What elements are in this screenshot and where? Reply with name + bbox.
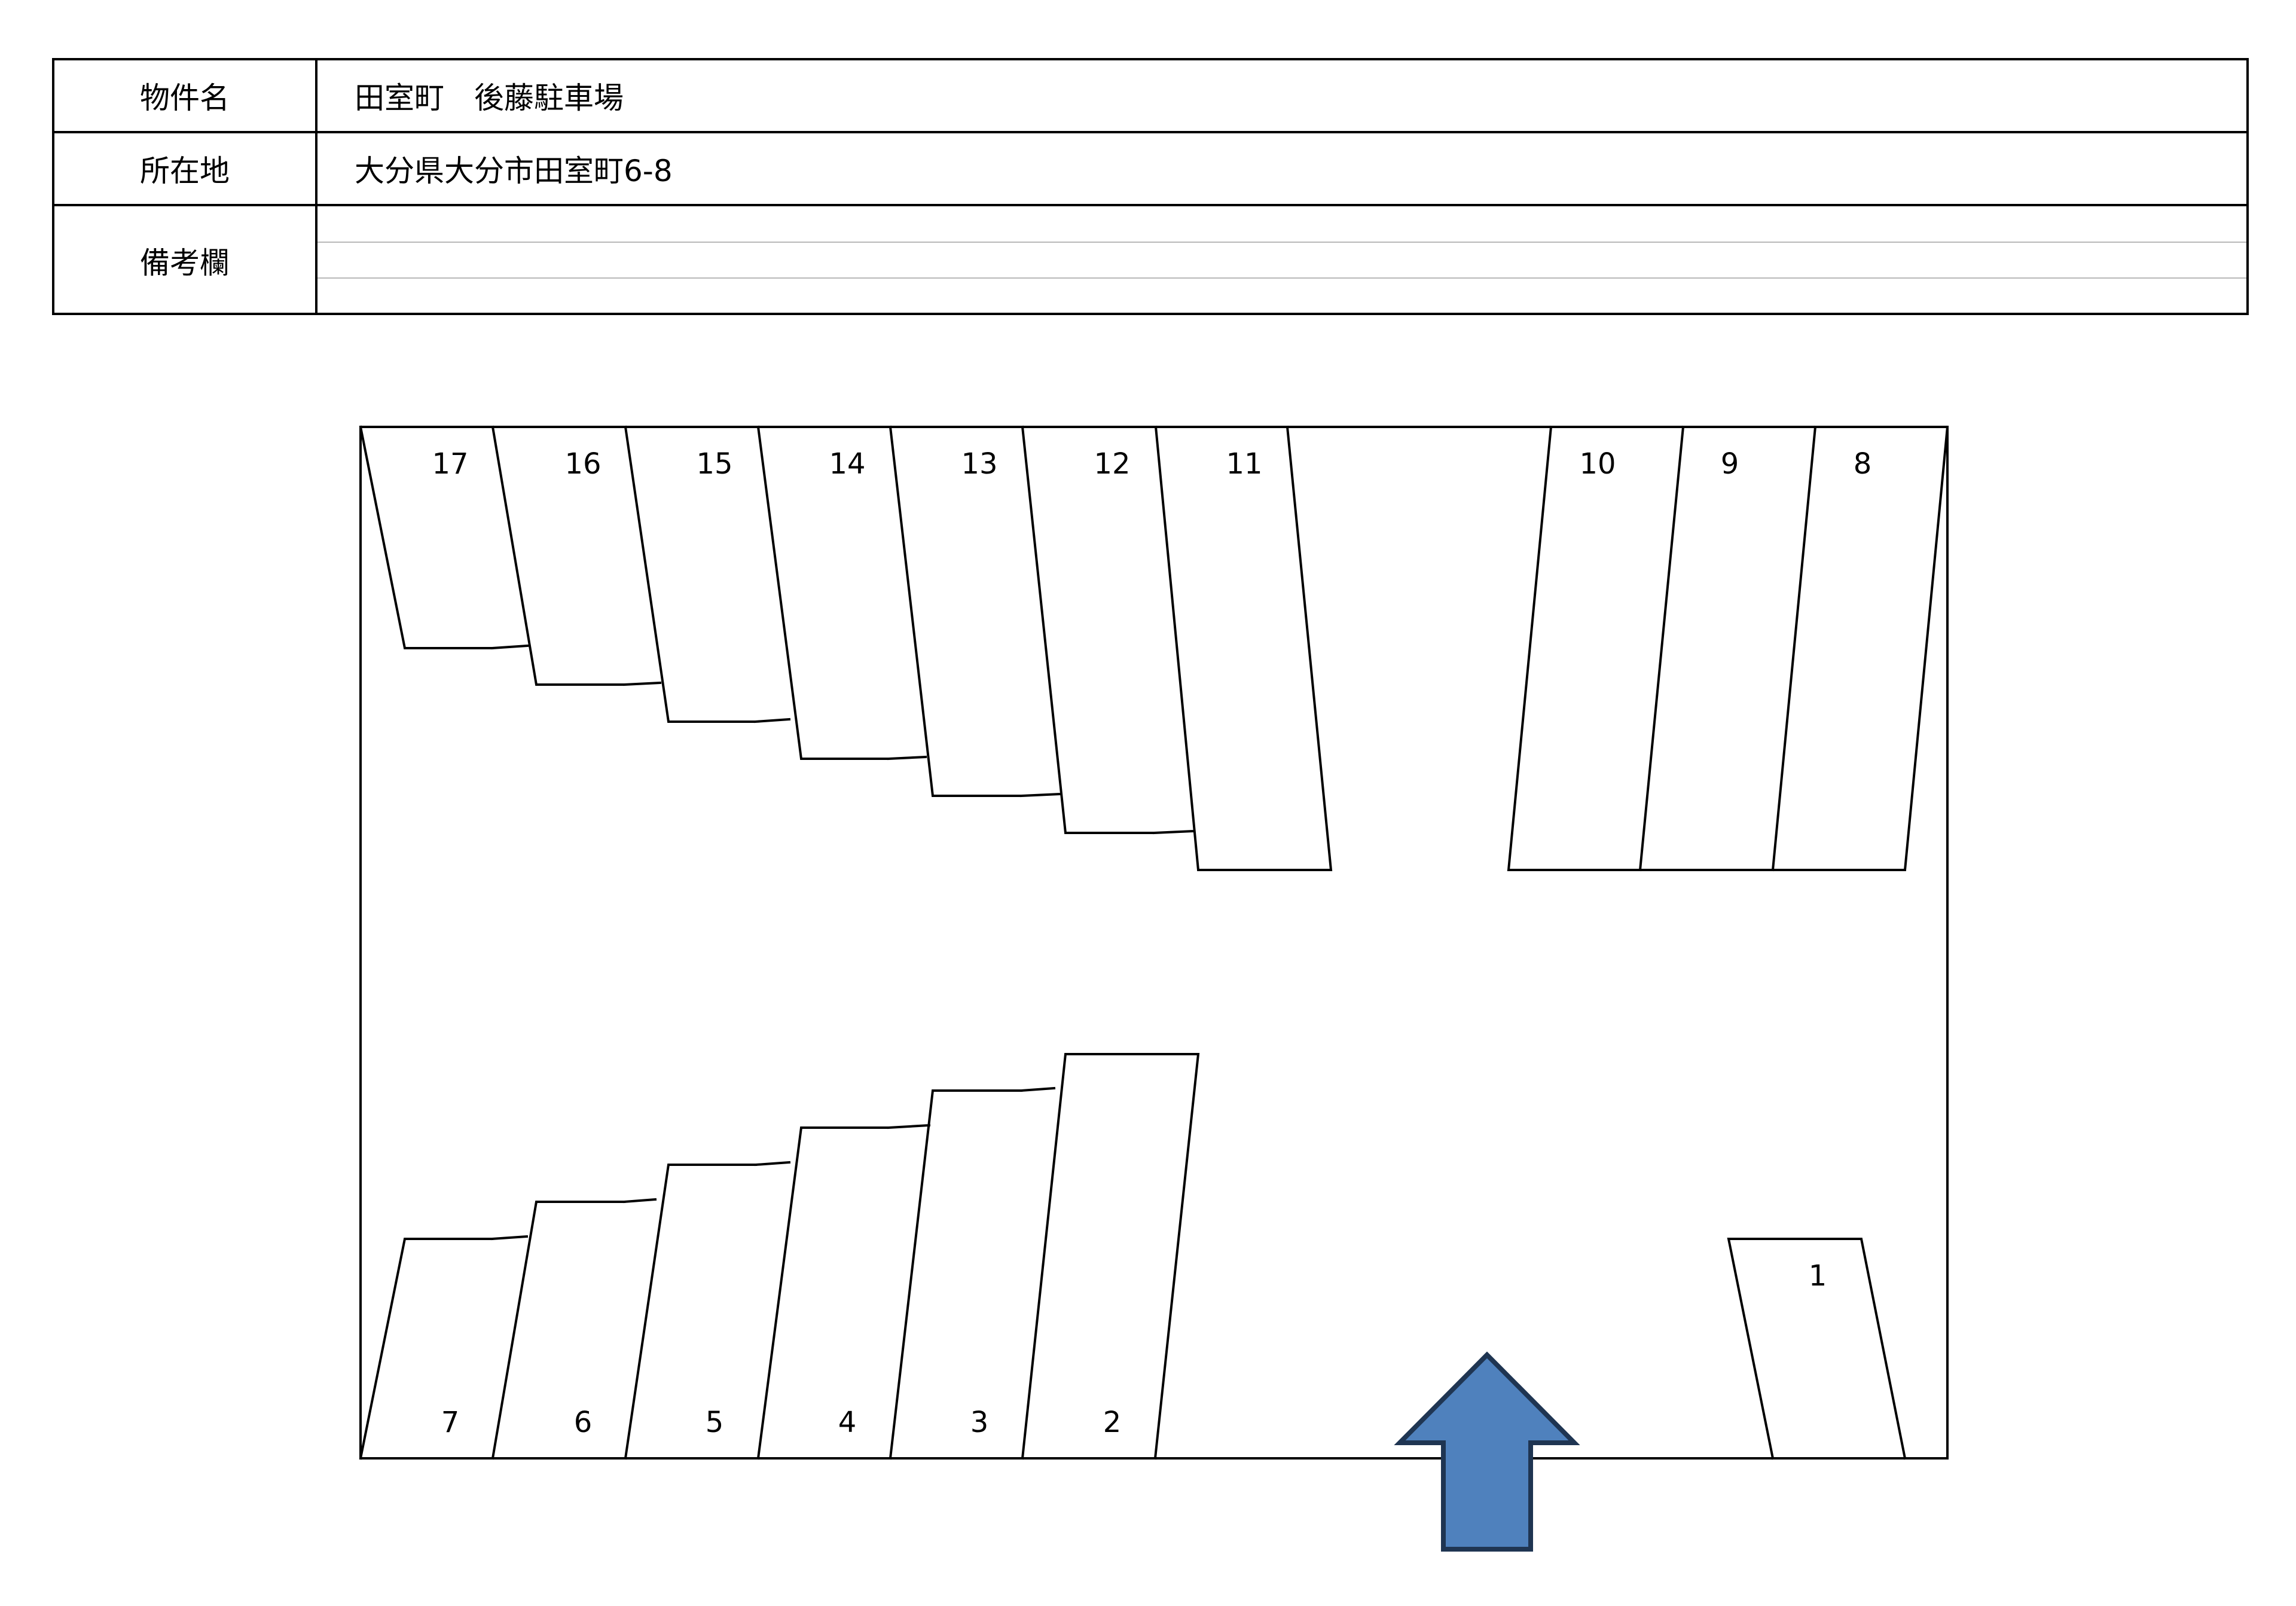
slot-number-15: 15 — [696, 447, 732, 481]
lot-boundary — [359, 426, 1949, 1460]
location-row: 所在地 大分県大分市田室町6-8 — [54, 133, 2246, 206]
location-label: 所在地 — [54, 133, 317, 204]
slot-number-16: 16 — [564, 447, 601, 481]
stall-1-lines — [1727, 1238, 1907, 1460]
slot-number-10: 10 — [1579, 447, 1616, 481]
slot-number-3: 3 — [970, 1406, 989, 1439]
slot-number-5: 5 — [706, 1406, 724, 1439]
property-name-label: 物件名 — [54, 60, 317, 131]
slot-number-14: 14 — [829, 447, 865, 481]
top-right-stall-lines — [1507, 425, 1949, 872]
remarks-value — [317, 206, 2246, 315]
slot-number-7: 7 — [441, 1406, 460, 1439]
slot-number-6: 6 — [574, 1406, 593, 1439]
slot-number-17: 17 — [432, 447, 468, 481]
location-value: 大分県大分市田室町6-8 — [355, 154, 673, 188]
slot-number-1: 1 — [1809, 1259, 1827, 1293]
top-left-stall-lines — [359, 425, 1333, 871]
slot-number-4: 4 — [838, 1406, 857, 1439]
slot-number-13: 13 — [961, 447, 997, 481]
remarks-label: 備考欄 — [54, 206, 317, 315]
remarks-divider — [317, 277, 2246, 279]
slot-number-8: 8 — [1854, 447, 1872, 481]
remarks-row: 備考欄 — [54, 206, 2246, 315]
slot-number-11: 11 — [1226, 447, 1262, 481]
remarks-divider — [317, 242, 2246, 243]
property-info-table: 物件名 田室町 後藤駐車場 所在地 大分県大分市田室町6-8 備考欄 — [52, 58, 2249, 315]
slot-number-2: 2 — [1103, 1406, 1122, 1439]
slot-number-9: 9 — [1721, 447, 1739, 481]
bottom-left-stall-lines — [359, 1053, 1200, 1460]
entrance-arrow-icon — [1394, 1351, 1580, 1552]
property-name-row: 物件名 田室町 後藤駐車場 — [54, 60, 2246, 133]
slot-number-12: 12 — [1094, 447, 1130, 481]
property-name-value: 田室町 後藤駐車場 — [355, 81, 624, 115]
